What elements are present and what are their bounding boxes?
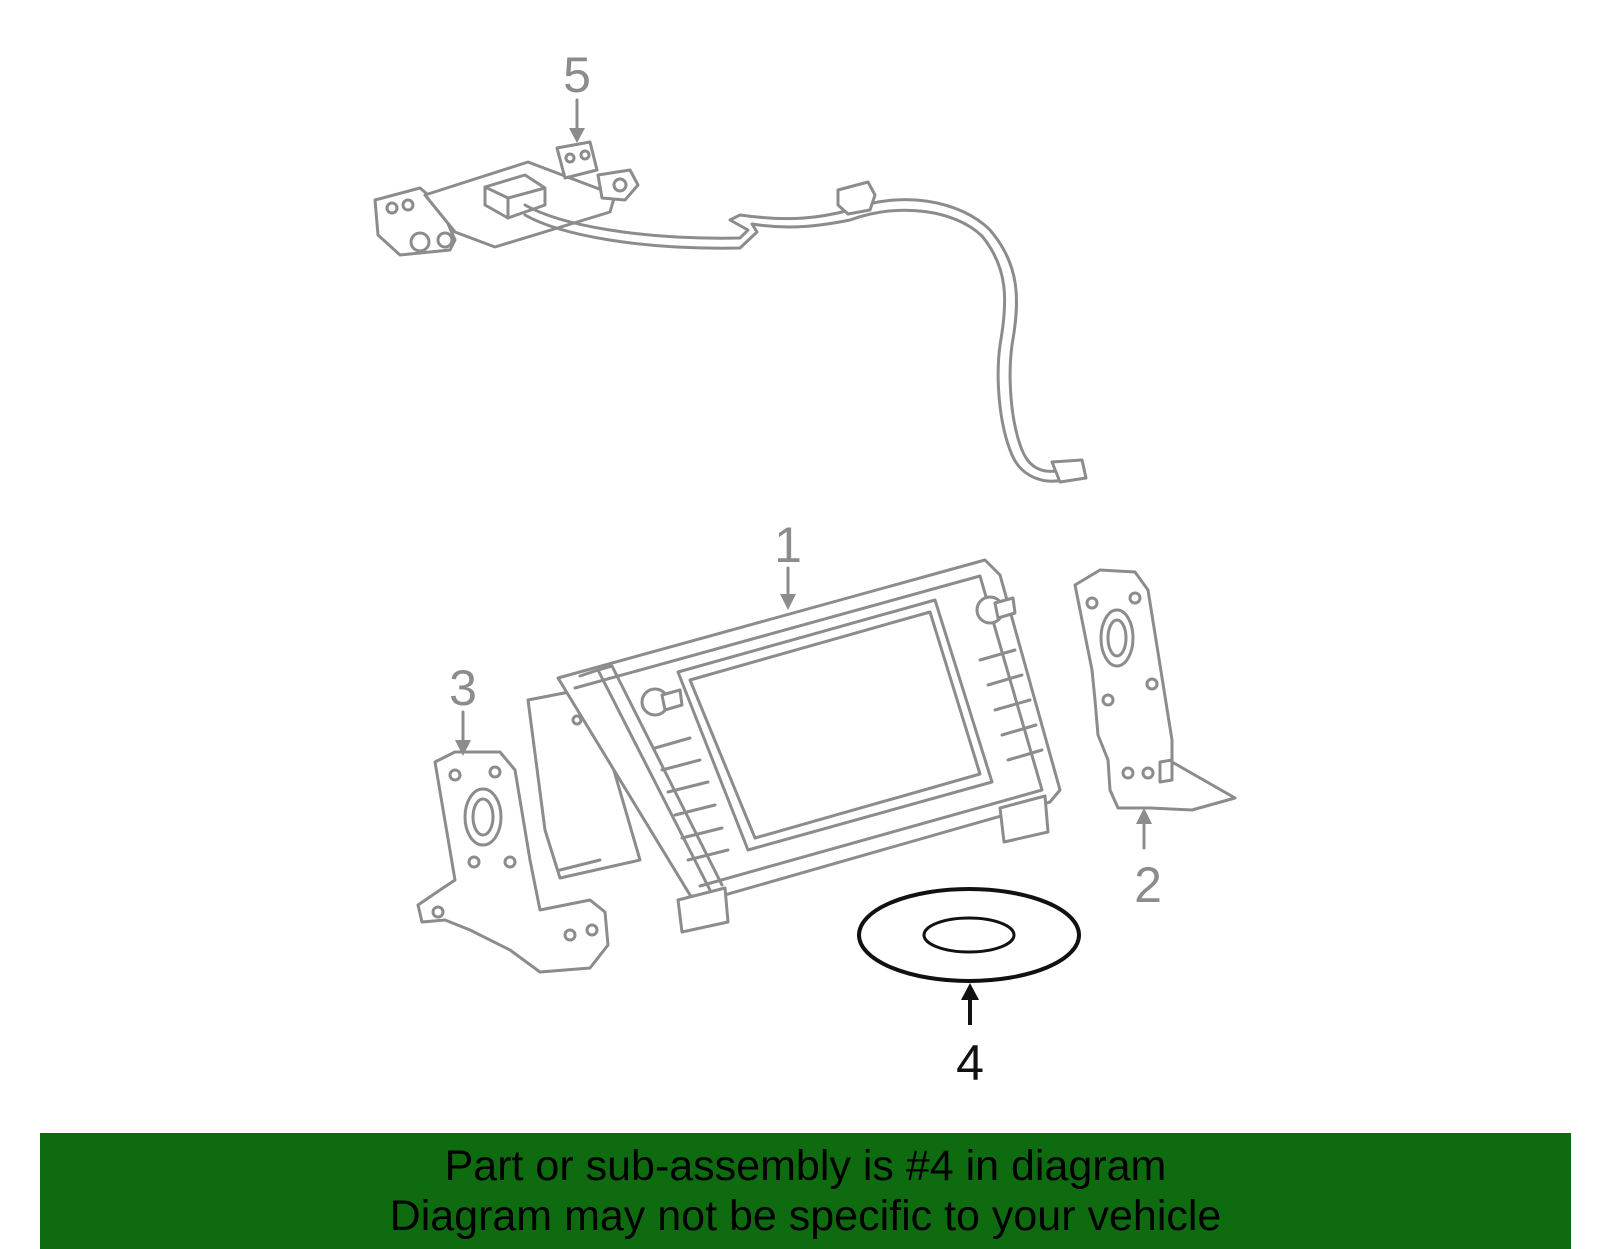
callout-1: 1 xyxy=(774,517,802,573)
part-4-disc[interactable] xyxy=(857,887,1081,983)
part-1-display-unit[interactable] xyxy=(526,558,1062,934)
parts-diagram: 5 1 3 2 4 xyxy=(373,47,1237,1091)
callout-3: 3 xyxy=(449,660,477,716)
info-banner: Part or sub-assembly is #4 in diagram Di… xyxy=(40,1133,1571,1249)
callout-arrow-2 xyxy=(1136,808,1152,850)
callout-arrow-4 xyxy=(961,983,979,1025)
part-5-harness[interactable] xyxy=(373,140,1088,484)
banner-line-1: Part or sub-assembly is #4 in diagram xyxy=(444,1142,1167,1190)
callout-5: 5 xyxy=(563,47,591,103)
callout-arrow-1 xyxy=(780,566,796,610)
part-3-left-bracket[interactable] xyxy=(416,750,610,974)
callout-2: 2 xyxy=(1134,857,1162,913)
callout-arrow-3 xyxy=(455,710,471,756)
callout-4: 4 xyxy=(956,1035,984,1091)
part-2-right-bracket[interactable] xyxy=(1073,568,1237,812)
callout-arrow-5 xyxy=(569,98,585,143)
banner-line-2: Diagram may not be specific to your vehi… xyxy=(389,1192,1222,1240)
